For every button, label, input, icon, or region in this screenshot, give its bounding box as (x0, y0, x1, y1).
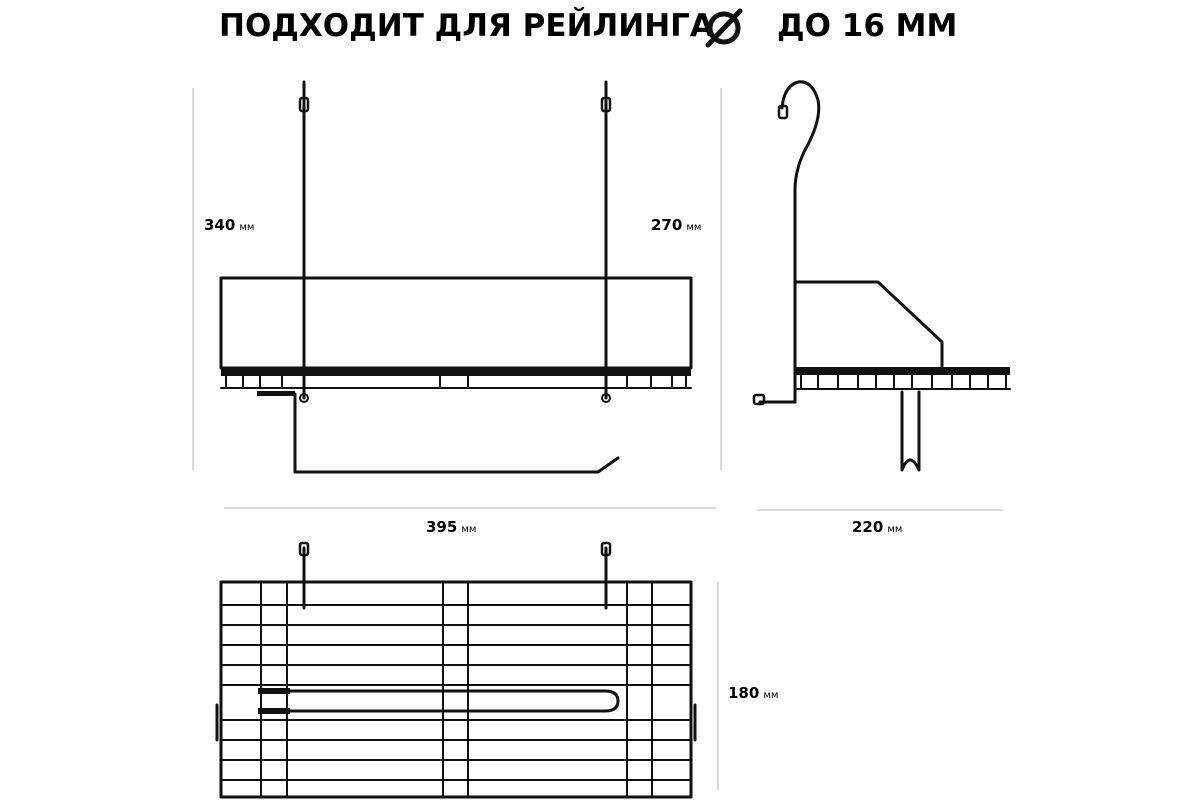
dimension-value: 220 (852, 518, 884, 536)
front-view (219, 80, 693, 474)
dimension-unit: мм (686, 222, 702, 233)
top-view (215, 541, 697, 799)
dimension-value: 180 (728, 684, 760, 702)
dimension-unit: мм (763, 690, 779, 701)
dimension-value: 340 (204, 216, 236, 234)
dimension-unit: мм (887, 524, 903, 535)
headline-text: ПОДХОДИТ ДЛЯ РЕЙЛИНГА (219, 8, 714, 44)
dimension-unit: мм (239, 222, 255, 233)
headline: ПОДХОДИТ ДЛЯ РЕЙЛИНГА ДО 16 ММ (0, 4, 1200, 54)
side-view (752, 80, 1011, 472)
dimension-guides (192, 88, 1003, 790)
headline-size: ДО 16 ММ (777, 8, 958, 44)
dimension-value: 395 (426, 518, 458, 536)
dimension-unit: мм (461, 524, 477, 535)
diameter-icon (705, 8, 743, 48)
dimension-value: 270 (651, 216, 683, 234)
